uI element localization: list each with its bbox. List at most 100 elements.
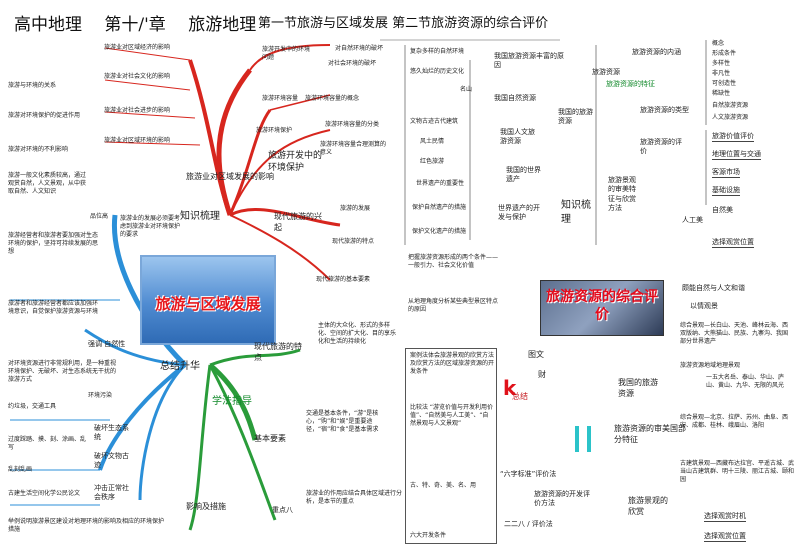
- k-letter: k: [503, 376, 517, 400]
- key-point-text: 旅游业的作用应结合具体区域进行分析，是本节的重点: [306, 490, 403, 506]
- eval-sub-item: 非凡性: [712, 70, 731, 77]
- select-view-node: 选择观赏时机: [704, 512, 746, 523]
- resource-type-item: 保护自然遗产的措施: [412, 204, 467, 211]
- eval-item: 客源市场: [712, 168, 740, 179]
- evaluation-node: 旅游资源的评价: [640, 138, 682, 156]
- modern-item: 现代旅游的基本要素: [316, 276, 371, 283]
- summary-note: 旅游者和旅游经营者都应该加强环境意识，自觉保护旅游资源与环境: [8, 300, 99, 316]
- analyze-note: 从地理角度分析某些典型景区特点的原因: [408, 298, 499, 314]
- summary-note: 旅游业的发展必须要考虑到旅游业对环境保护的要求: [120, 215, 181, 239]
- top-branch-item: 旅游业对社会文化的影响: [104, 73, 171, 80]
- left-note: 旅游与环境的关系: [8, 82, 57, 89]
- nature-resource-node: 我国自然资源: [494, 94, 536, 102]
- study-method-node: 学法指导: [212, 396, 252, 407]
- eval-sub-item: 稀缺性: [712, 90, 731, 97]
- beauty-node: 旅游景观的审美特征与欣赏方法: [608, 176, 636, 213]
- resource-type-item: 红色旅游: [420, 158, 445, 165]
- heritage-protect-node: 世界遗产的开发与保护: [498, 204, 540, 222]
- page-subtitle: 第一节旅游与区域发展 第二节旅游资源的综合评价: [258, 16, 549, 31]
- resource-type-item: 文物古迹古代建筑: [410, 118, 459, 125]
- knowledge-right-node: 知识梳理: [561, 200, 591, 225]
- damage-item: 破坏文物古迹: [94, 452, 129, 470]
- modern-center-node: 现代旅游的兴起: [274, 212, 322, 232]
- study-left-item: 比较法 “游览价值与开发利用价值”、“自然美与人工美”、“自然景观与人文景观”: [410, 404, 494, 428]
- summary-note: 对环境资源进行非常规利用，是一种重视环境保护、无破坏、对生态系统无干扰的旅游方式: [8, 360, 117, 384]
- nature-beauty-node: 自然美: [712, 206, 733, 214]
- center-top-node: 旅游业对区域发展的影响: [186, 172, 274, 181]
- key-point-node: 重点八: [272, 506, 293, 514]
- eval-item: 地理位置与交通: [712, 150, 761, 161]
- summary-note: 品位高: [90, 213, 109, 220]
- types-node: 旅游资源的类型: [640, 106, 689, 114]
- resource-type-item: 名山: [460, 86, 473, 93]
- summary-note: 环境污染: [88, 392, 113, 399]
- study-left-item: 古、特、奇、美、名、用: [410, 482, 477, 489]
- resource-type-item: 保护文化遗产的措施: [412, 228, 467, 235]
- select-place-node: 选择观赏位置: [712, 238, 754, 249]
- banner-resource-evaluation-text: 旅游资源的综合评价: [546, 289, 658, 323]
- summary-note: 强调 自然性: [88, 340, 126, 348]
- eval-sub-item: 人文旅游资源: [712, 114, 749, 121]
- summary-node: 总结升华: [160, 361, 200, 372]
- select-time-node: 选择观赏位置: [704, 532, 746, 543]
- map-label: 图文: [528, 350, 544, 359]
- nature-scenery-note: 综合景观—北京、拉萨、苏州、曲阜、西安、成都、桂林、峨眉山、洛阳: [680, 414, 789, 430]
- modern-item: 现代旅游的特点: [332, 238, 375, 245]
- left-note: 旅游一般文化素质较高，通过观赏自然，人文景观，从中获取自然、人文知识: [8, 172, 87, 196]
- basic-elements-text: 交通是基本条件，“游”是核心，“购”和“娱”是重要途径，“宿”和“食”是基本需求: [306, 410, 379, 434]
- eval-sub-item: 自然旅游资源: [712, 102, 749, 109]
- eval-sub-item: 可创造性: [712, 80, 737, 87]
- damage-item: 过度踩踏、摸、刻、涂画、乱写: [8, 436, 87, 452]
- left-note: 旅游对环境保护的促进作用: [8, 112, 81, 119]
- culture-beauty-node: 人工美: [682, 216, 703, 224]
- eval-item: 旅游价值评价: [712, 132, 754, 143]
- sustain-item: 对自然环境的破坏: [335, 45, 384, 52]
- top-branch-item: 旅游业对区域经济的影响: [104, 44, 171, 51]
- eval-sub-item: 概念: [712, 40, 725, 47]
- two-two-node: 二二八 / 评价法: [504, 520, 553, 528]
- eval-item: 基础设施: [712, 186, 740, 197]
- tourism-center-node: 旅游资源: [592, 68, 620, 76]
- china-sites-node: 我国的旅游资源: [618, 378, 658, 398]
- study-center-node: 旅游资源的开发评价方法: [534, 490, 590, 508]
- eval-sub-item: 多样性: [712, 60, 731, 67]
- wealth-label: 财: [538, 370, 546, 379]
- influence-node: 影响及措施: [186, 502, 226, 511]
- left-note: 旅游对环境的不利影响: [8, 146, 69, 153]
- resource-type-item: 复杂多样的自然环境: [410, 48, 465, 55]
- combine-note: 把握旅游资源形成的两个条件——一般引力、社会文化价值: [408, 254, 499, 270]
- damage-item: 古建生活空间化学公民论文: [8, 490, 81, 497]
- cultural-high-note: 一五大名岳、泰山、华山、庐山、黄山、九华、无限的风光: [706, 374, 785, 390]
- china-beauty-node: 旅游资源的审美国部分特征: [614, 424, 686, 444]
- ancient-site-note: 古建筑景观—西藏布达拉宫、平遥古城、武当山古建筑群、明十三陵、丽江古城、颐和园: [680, 460, 795, 484]
- reason-note: 颇能自然与人文和谐: [682, 284, 745, 292]
- content-node: 旅游资源的内涵: [632, 48, 681, 56]
- damage-item: 破坏生态系统: [94, 424, 129, 442]
- sustain-center-node: 旅游开发中的环境保护: [268, 151, 323, 174]
- summary-note: 约垃圾，交通工具: [8, 403, 57, 410]
- banner-tourism-region: 旅游与区域发展: [140, 255, 276, 345]
- modern-features-node: 现代旅游的特点: [254, 342, 302, 362]
- six-eval-node: “六字标准”评价法: [500, 470, 557, 478]
- modern-features-text: 主体的大众化、形式的多样化、空间的扩大化、目的享乐化和生活的持续化: [318, 322, 397, 346]
- resource-type-item: 风土民情: [420, 138, 445, 145]
- double-bar-mark: [575, 426, 591, 452]
- banner-resource-evaluation: 旅游资源的综合评价: [540, 280, 664, 336]
- banner-tourism-region-text: 旅游与区域发展: [155, 295, 261, 313]
- china-resource-node: 我国的旅游资源: [558, 108, 593, 126]
- resource-distribution-note: 旅游资源地域地理景观: [680, 362, 741, 369]
- bottom-note: 举例说明旅游景区建设对地理环境的影响及相应的环境保护措施: [8, 518, 165, 534]
- sustain-item: 旅游环境容量的分类: [325, 121, 380, 128]
- page-title: 高中地理 第十/'章 旅游地理: [14, 15, 257, 35]
- sustain-item: 旅游环境容量合理测算的意义: [320, 141, 387, 157]
- sustain-item: 对社会环境的破坏: [328, 60, 377, 67]
- tourism-features-node: 旅游资源的特征: [606, 80, 655, 88]
- sustain-item: 旅游环境容量的概念: [305, 95, 360, 102]
- sustain-item: 旅游开发中的环境问题: [262, 46, 311, 62]
- study-left-item: 六大开发条件: [410, 532, 447, 539]
- summary-right-label: 总结: [512, 392, 528, 401]
- sustain-item: 旅游环境保护: [256, 127, 293, 134]
- modern-item: 旅游的发展: [340, 205, 371, 212]
- top-branch-item: 旅游业对区域环境的影响: [104, 137, 171, 144]
